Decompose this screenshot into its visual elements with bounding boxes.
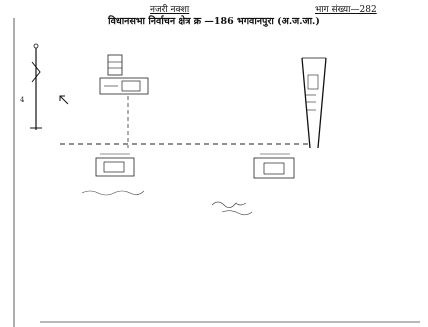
side-mark: 4: [20, 96, 25, 104]
header-center-text: नजरी नक्शा: [150, 5, 190, 15]
signature-left: [81, 190, 145, 196]
building-lower-left: [95, 153, 135, 177]
signature-middle: [211, 201, 247, 208]
header: नजरी नक्शा भाग संख्या—282: [0, 2, 428, 16]
north-arrow-icon: [30, 43, 42, 130]
arrow-icon: [59, 95, 69, 105]
building-upper-left: [99, 54, 149, 95]
building-lower-right: [253, 153, 295, 179]
page-title: विधानसभा निर्वाचन क्षेत्र क्र —186 भगवान…: [108, 16, 320, 27]
road-vertical-right: [301, 57, 327, 149]
signature-middle-2: [221, 210, 253, 216]
part-number: भाग संख्या—282: [315, 5, 377, 15]
